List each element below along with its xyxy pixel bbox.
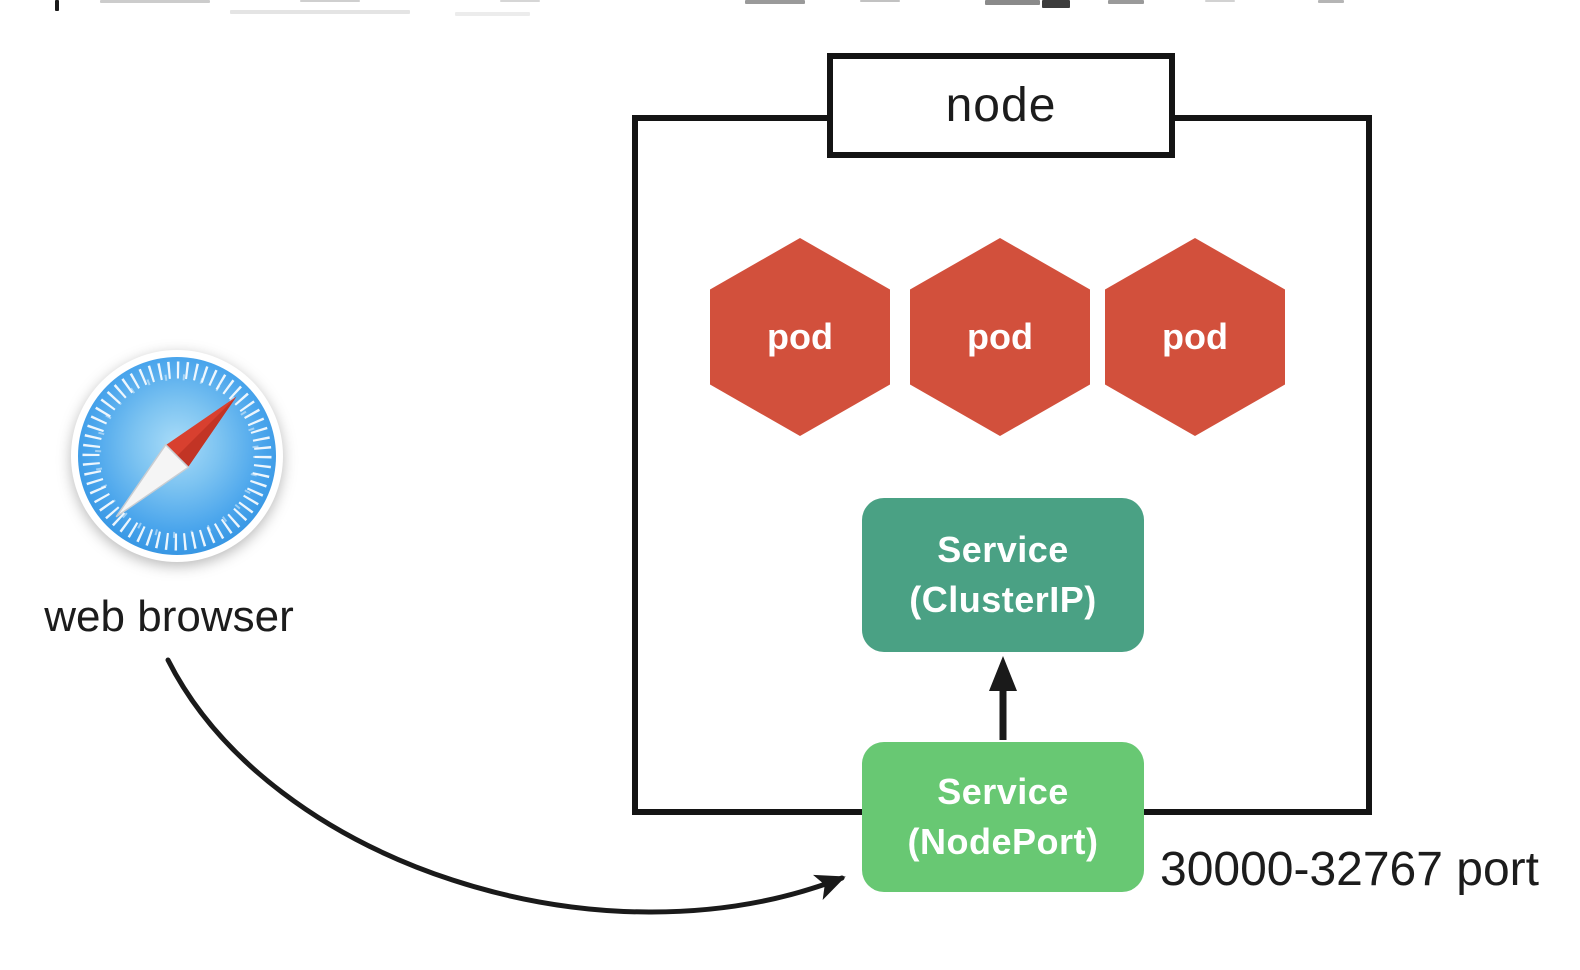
artifact-mark xyxy=(55,0,59,11)
artifact-mark xyxy=(500,0,540,2)
service-nodeport-box: Service (NodePort) xyxy=(862,742,1144,892)
artifact-mark xyxy=(300,0,360,2)
node-label-box: node xyxy=(827,53,1175,158)
port-range-label: 30000-32767 port xyxy=(1160,843,1539,896)
artifact-mark xyxy=(745,0,805,4)
artifact-mark xyxy=(455,12,530,16)
artifact-mark xyxy=(985,0,1040,5)
web-browser-label: web browser xyxy=(44,592,294,641)
compass-needle xyxy=(115,396,237,518)
artifact-mark xyxy=(230,10,410,14)
service-nodeport-title: Service xyxy=(937,771,1069,813)
safari-tick-ring-inner xyxy=(95,374,259,538)
artifact-mark xyxy=(100,0,210,3)
needle-white-half xyxy=(115,443,190,518)
pod-label: pod xyxy=(967,316,1033,357)
safari-tick-ring xyxy=(82,361,272,551)
artifact-mark xyxy=(1042,0,1070,8)
service-clusterip-type: (ClusterIP) xyxy=(909,579,1097,620)
safari-browser-icon xyxy=(71,350,283,562)
pod-label: pod xyxy=(1162,316,1228,357)
artifact-mark xyxy=(1318,0,1344,3)
pod-label: pod xyxy=(767,316,833,357)
service-clusterip-box: Service (ClusterIP) xyxy=(862,498,1144,652)
service-nodeport-type: (NodePort) xyxy=(907,821,1099,862)
node-label: node xyxy=(945,79,1057,132)
artifact-mark xyxy=(1205,0,1235,2)
artifact-mark xyxy=(1108,0,1144,4)
needle-red-shade xyxy=(175,396,237,469)
node-boundary-box xyxy=(632,115,1372,815)
service-clusterip-title: Service xyxy=(937,529,1069,571)
artifact-mark xyxy=(860,0,900,2)
